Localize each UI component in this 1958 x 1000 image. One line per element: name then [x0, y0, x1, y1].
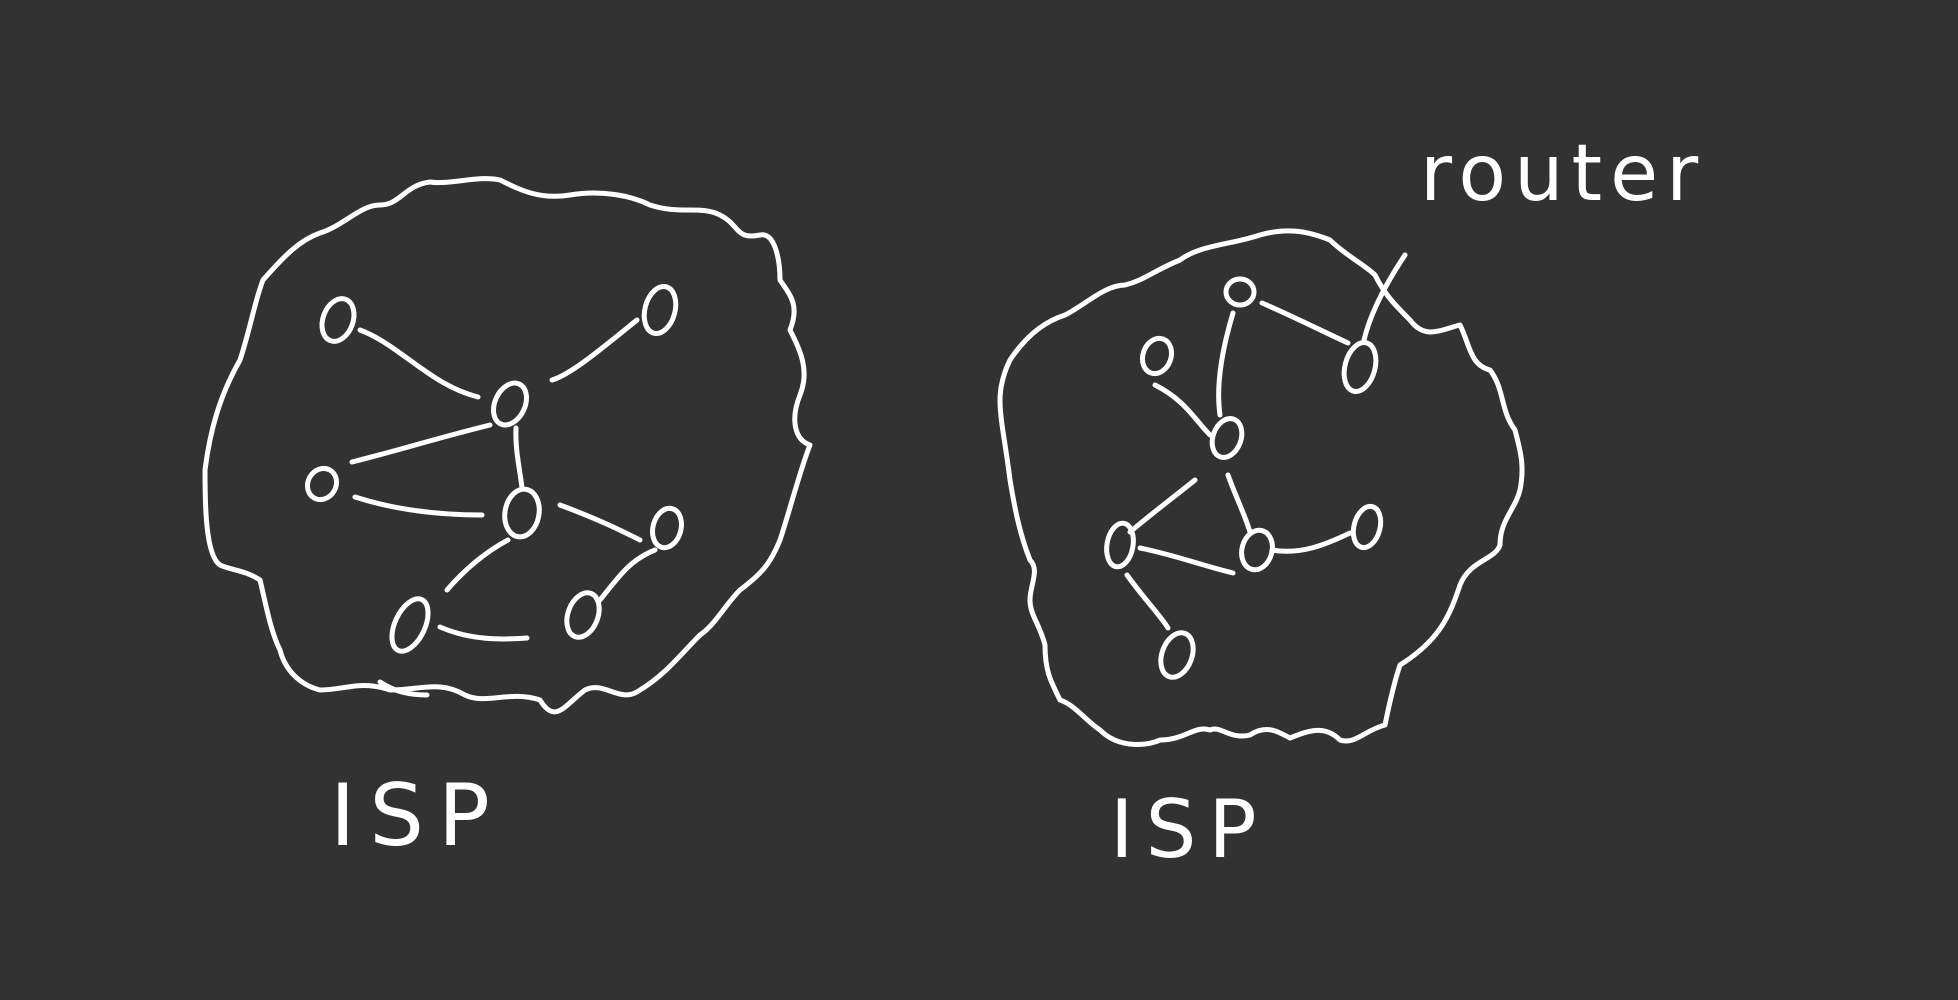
link-right-9: [1361, 252, 1408, 343]
node-left-3: [491, 380, 529, 428]
right-isp-links: [1124, 252, 1408, 631]
node-left-6: [650, 505, 684, 551]
link-right-1: [1259, 300, 1351, 346]
link-left-3: [349, 422, 493, 465]
node-right-6: [1350, 503, 1384, 551]
node-left-7: [389, 596, 431, 654]
link-right-5: [1225, 472, 1253, 535]
link-left-2: [549, 317, 640, 383]
node-left-2: [641, 283, 679, 337]
node-left-1: [319, 296, 357, 344]
node-right-router: [1341, 340, 1379, 394]
node-left-8: [564, 590, 602, 640]
left-isp-network: ISP: [202, 176, 813, 866]
node-right-7: [1158, 630, 1196, 680]
link-left-9: [597, 547, 658, 603]
right-isp-network: ISP router: [997, 129, 1706, 876]
link-left-1: [357, 327, 481, 400]
right-isp-nodes: [1104, 276, 1384, 680]
right-isp-label: ISP: [1110, 783, 1269, 876]
link-left-6: [557, 502, 643, 543]
left-isp-boundary: [202, 176, 813, 715]
link-right-6: [1137, 545, 1236, 576]
left-isp-label: ISP: [330, 766, 504, 866]
link-left-5: [513, 425, 525, 491]
node-right-5: [1239, 527, 1275, 573]
right-isp-boundary: [997, 228, 1525, 747]
link-left-10: [377, 679, 430, 698]
node-left-4: [304, 465, 340, 503]
node-right-2: [1139, 335, 1175, 377]
link-left-7: [444, 537, 511, 593]
left-isp-links: [349, 317, 658, 698]
link-right-8: [1269, 530, 1353, 554]
link-right-3: [1152, 382, 1213, 438]
left-isp-nodes: [304, 283, 684, 654]
node-right-3: [1209, 416, 1245, 460]
node-left-5: [502, 486, 542, 540]
node-right-1: [1223, 276, 1257, 308]
link-left-4: [352, 494, 485, 518]
router-annotation: router: [1420, 129, 1706, 219]
link-left-8: [437, 624, 530, 642]
link-right-2: [1216, 310, 1236, 418]
link-right-4: [1127, 477, 1198, 535]
node-right-4: [1104, 520, 1136, 570]
link-right-7: [1124, 572, 1171, 631]
